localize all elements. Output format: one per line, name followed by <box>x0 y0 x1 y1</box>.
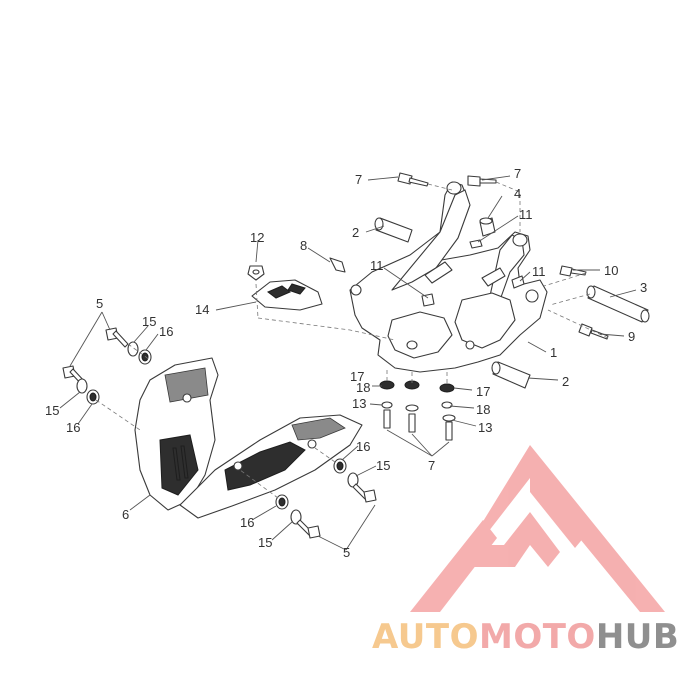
callout-16-right: 16 <box>356 439 370 454</box>
washer-15-left <box>76 378 88 394</box>
callout-18-right: 18 <box>476 402 490 417</box>
bolt-11-right <box>511 275 525 289</box>
callout-17-right: 17 <box>476 384 490 399</box>
callout-2-upper: 2 <box>352 225 359 240</box>
bushing-16-lower <box>275 494 289 510</box>
engine-guard-belly-pan <box>134 357 363 519</box>
washer-15-upper <box>127 341 139 357</box>
callout-16-left: 16 <box>66 420 80 435</box>
callout-numbers: 1 2 2 3 4 5 5 6 7 7 7 8 9 10 11 11 11 12… <box>45 166 647 560</box>
watermark-word-hub: HUB <box>596 617 679 657</box>
watermark-wordmark: AUTOMOTOHUB <box>372 617 679 657</box>
callout-17-left: 17 <box>350 369 364 384</box>
callout-1: 1 <box>550 345 557 360</box>
callout-7-right: 7 <box>514 166 521 181</box>
callout-18-left: 18 <box>356 380 370 395</box>
bushing-16-right-upper <box>333 458 347 474</box>
small-bracket-plate <box>251 279 323 311</box>
callout-15-left: 15 <box>45 403 59 418</box>
connecting-rod <box>586 285 650 323</box>
screw-5-lower <box>296 519 321 539</box>
strut-lower <box>491 361 531 389</box>
bolt-7-left <box>397 172 429 187</box>
callout-2-lower: 2 <box>562 374 569 389</box>
clip <box>329 257 346 273</box>
callout-6: 6 <box>122 507 129 522</box>
assembly-dashed-lines <box>95 181 609 499</box>
callout-9: 9 <box>628 329 635 344</box>
bolt-9 <box>578 323 609 340</box>
rubber-mount-right <box>439 383 456 441</box>
callout-11-upper: 11 <box>519 207 533 222</box>
callout-5-upper: 5 <box>96 296 103 311</box>
main-frame-bracket <box>349 181 548 373</box>
bolt-10 <box>559 265 587 277</box>
callout-15-right: 15 <box>376 458 390 473</box>
bolt-11-middle <box>421 293 435 307</box>
watermark-word-moto: MOTO <box>479 617 596 657</box>
callout-3: 3 <box>640 280 647 295</box>
screw-5-upper <box>105 327 129 348</box>
bushing-16-left <box>86 389 100 405</box>
callout-13-right: 13 <box>478 420 492 435</box>
watermark-logo-mark <box>410 445 665 612</box>
watermark-word-auto: AUTO <box>372 617 479 657</box>
screw-5-right-upper <box>352 483 377 503</box>
callout-12: 12 <box>250 230 264 245</box>
nut-12 <box>247 265 265 281</box>
callout-7-bottom: 7 <box>428 458 435 473</box>
callout-15-lower: 15 <box>258 535 272 550</box>
bush <box>479 217 496 237</box>
callout-15-upper: 15 <box>142 314 156 329</box>
callout-4: 4 <box>514 186 521 201</box>
callout-8: 8 <box>300 238 307 253</box>
callout-5-lower: 5 <box>343 545 350 560</box>
callout-14: 14 <box>195 302 209 317</box>
callout-11-right: 11 <box>532 264 546 279</box>
rubber-mount-center <box>404 380 420 433</box>
svg-text:AUTOMOTOHUB: AUTOMOTOHUB <box>372 617 679 657</box>
bolt-7-right <box>467 175 497 187</box>
leader-lines <box>59 175 637 551</box>
callout-16-lower: 16 <box>240 515 254 530</box>
rubber-mount-left <box>379 380 395 429</box>
callout-11-middle: 11 <box>370 258 384 273</box>
bolt-11-upper <box>469 239 483 249</box>
washer-15-lower <box>290 509 302 525</box>
strut-upper <box>374 217 413 243</box>
bushing-16-upper <box>138 349 152 365</box>
callout-16-upper: 16 <box>159 324 173 339</box>
callout-13-left: 13 <box>352 396 366 411</box>
callout-10: 10 <box>604 263 618 278</box>
callout-7-left: 7 <box>355 172 362 187</box>
